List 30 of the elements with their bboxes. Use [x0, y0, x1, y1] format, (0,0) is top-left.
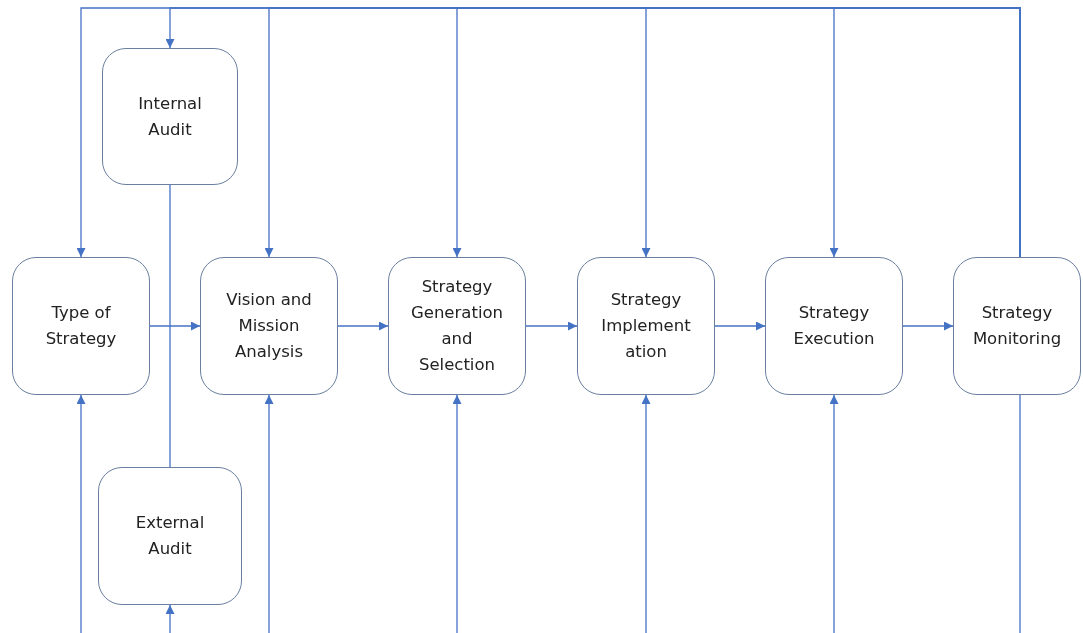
- process-box: [102, 48, 238, 185]
- arrow: [641, 394, 651, 633]
- arrow: [714, 321, 766, 331]
- process-box: [98, 467, 242, 605]
- box-label: Vision and Mission Analysis: [225, 289, 313, 363]
- arrow: [149, 321, 201, 331]
- box-label: External Audit: [134, 512, 206, 560]
- box-label: Strategy Execution: [792, 302, 876, 350]
- connector-line: [169, 184, 171, 468]
- process-box: [765, 257, 903, 395]
- box-label: Strategy Generation and Selection: [409, 276, 505, 376]
- process-box: [577, 257, 715, 395]
- process-box: [12, 257, 150, 395]
- process-box: [200, 257, 338, 395]
- connector-line: [1019, 394, 1021, 633]
- arrow: [337, 321, 389, 331]
- box-label: Type of Strategy: [44, 302, 118, 350]
- arrow: [165, 604, 175, 633]
- process-box: [953, 257, 1081, 395]
- arrow: [452, 394, 462, 633]
- arrow: [76, 394, 86, 633]
- box-label: Internal Audit: [137, 92, 203, 141]
- arrow: [902, 321, 954, 331]
- arrow: [264, 394, 274, 633]
- arrow: [829, 7, 1021, 258]
- arrow: [525, 321, 578, 331]
- box-label: Strategy Monitoring: [972, 302, 1062, 350]
- arrow: [829, 394, 839, 633]
- box-label: Strategy Implement ation: [600, 289, 692, 363]
- process-box: [388, 257, 526, 395]
